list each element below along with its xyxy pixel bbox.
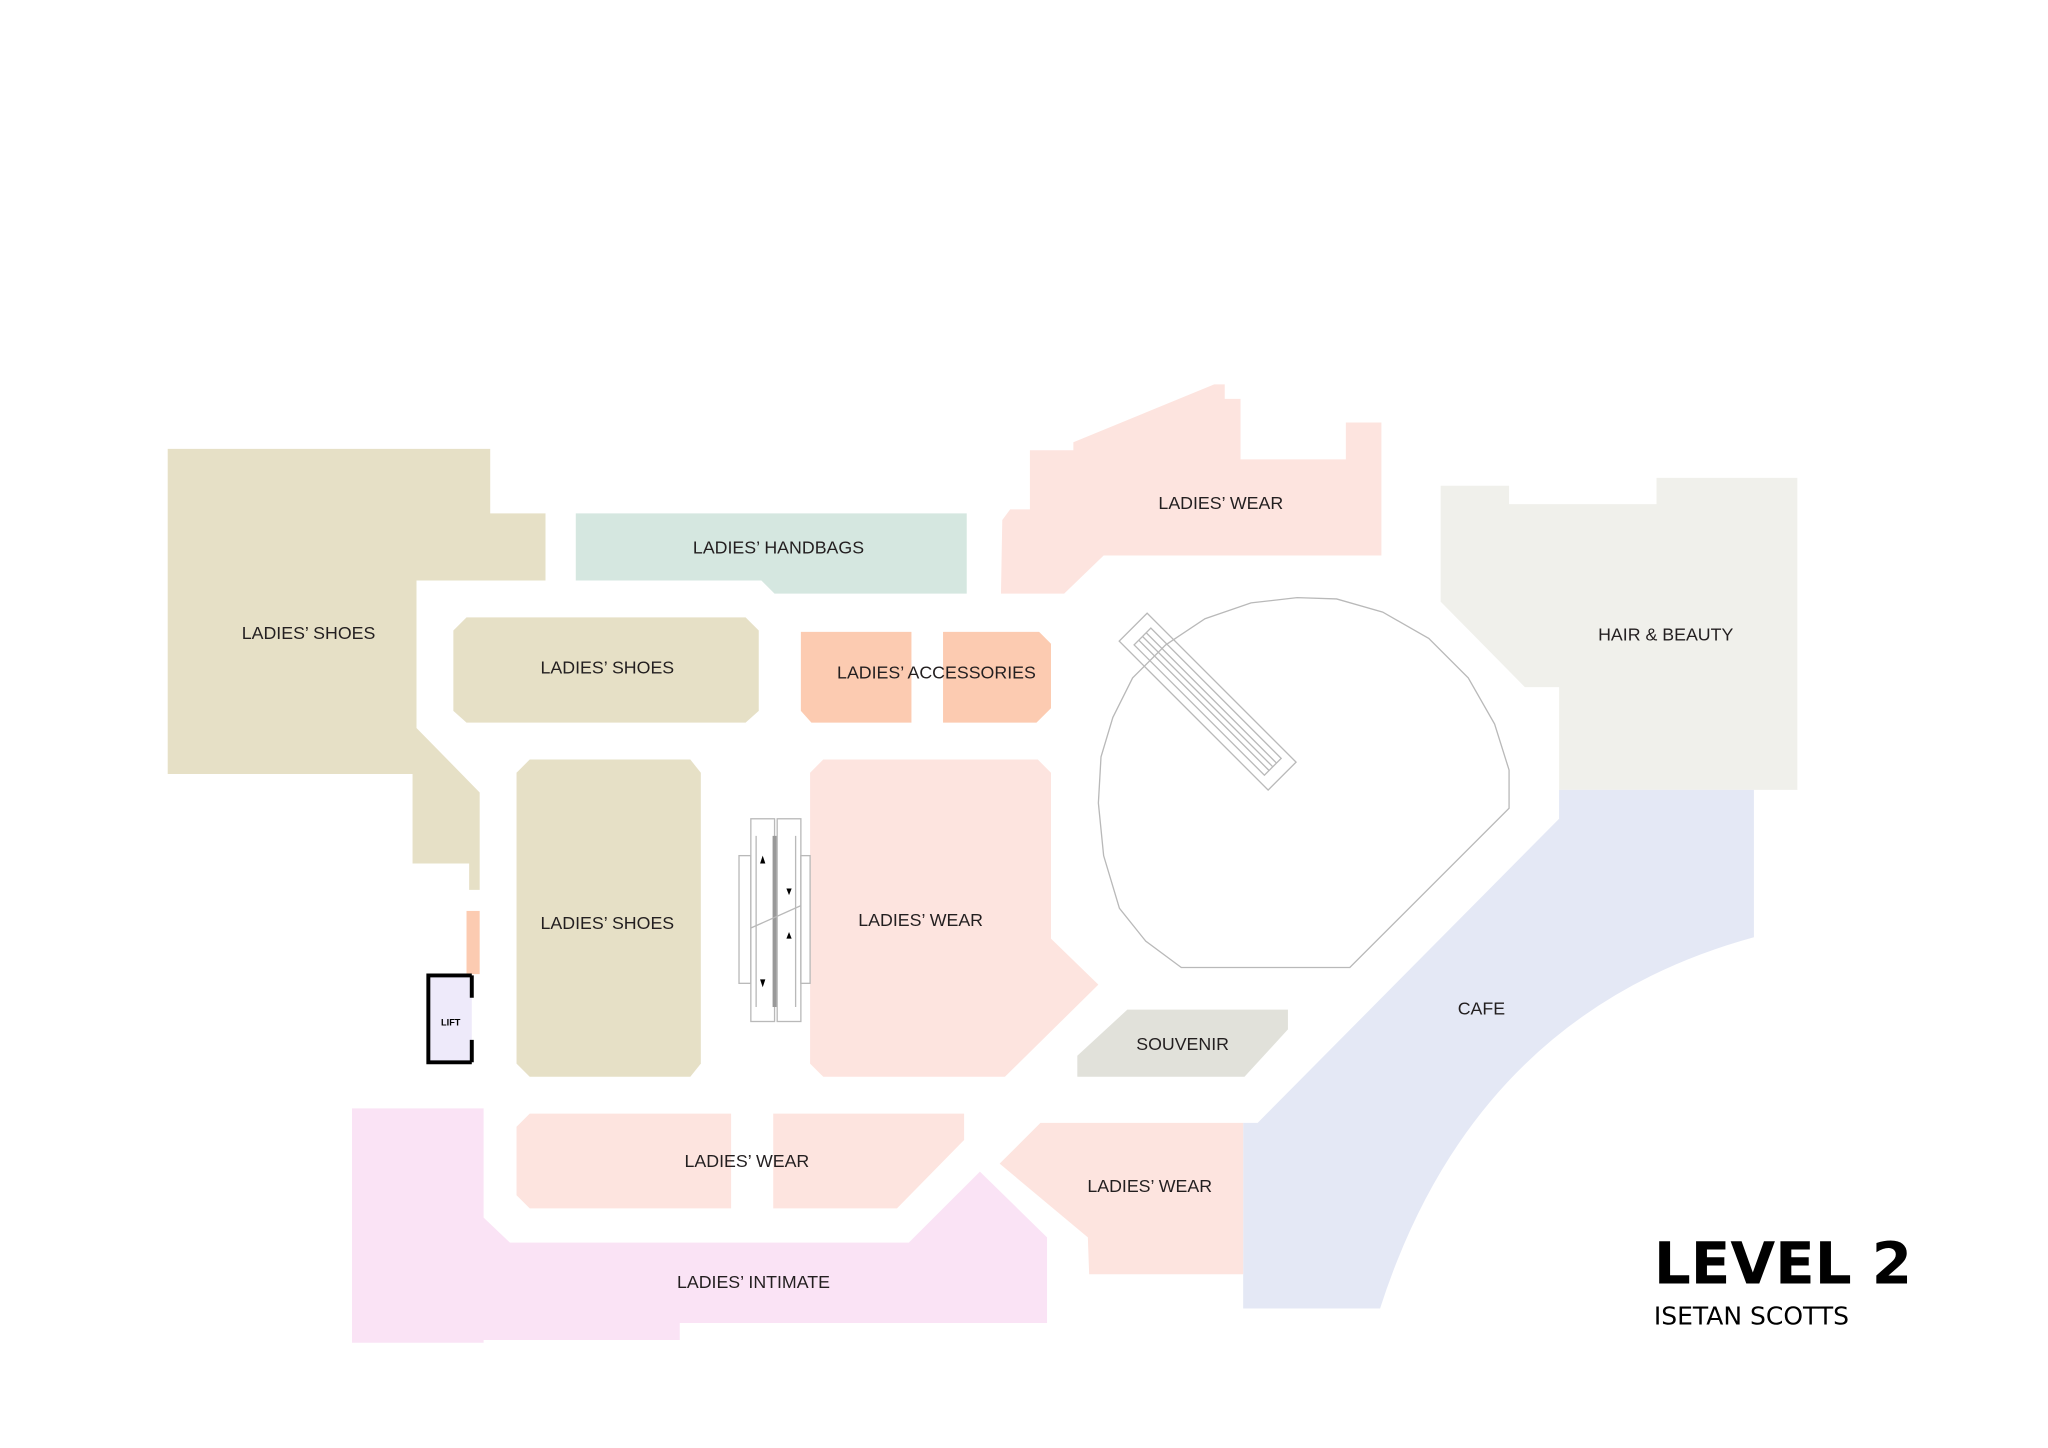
level-title: LEVEL 2: [1654, 1229, 1912, 1297]
zone-label: HAIR & BEAUTY: [1598, 624, 1733, 644]
zone-label: LADIES’ HANDBAGS: [693, 538, 864, 558]
escalator-vertical: [738, 818, 811, 1023]
zone-label: LADIES’ SHOES: [541, 657, 675, 677]
zone-ladies-wear-bottom-left[interactable]: LADIES’ WEAR: [516, 1113, 965, 1209]
zone-ladies-wear-top[interactable]: LADIES’ WEAR: [1000, 384, 1382, 594]
zone-ladies-shoes-middle[interactable]: LADIES’ SHOES: [453, 617, 759, 723]
up-arrow-icon: [760, 855, 766, 864]
down-arrow-icon: [786, 888, 792, 896]
lift[interactable]: LIFT: [426, 973, 474, 1065]
zone-label: LADIES’ SHOES: [242, 623, 376, 643]
zone-ladies-shoes-tall[interactable]: LADIES’ SHOES: [516, 759, 701, 1077]
zone-label: LADIES’ SHOES: [541, 913, 675, 933]
down-arrow-icon: [760, 979, 766, 988]
zone-ladies-shoes-left[interactable]: LADIES’ SHOES: [167, 448, 546, 890]
zone-ladies-handbags[interactable]: LADIES’ HANDBAGS: [575, 513, 967, 594]
up-arrow-icon: [786, 931, 792, 939]
zone-ladies-wear-bottom-right[interactable]: LADIES’ WEAR: [999, 1122, 1244, 1275]
atrium-void: [1097, 596, 1510, 969]
small-accessory-strip: [466, 910, 480, 975]
zone-label: SOUVENIR: [1136, 1034, 1229, 1054]
lift-label: LIFT: [441, 1017, 461, 1027]
zone-label: LADIES’ WEAR: [685, 1151, 810, 1171]
zone-ladies-intimate[interactable]: LADIES’ INTIMATE: [351, 1108, 1048, 1343]
zone-label: LADIES’ ACCESSORIES: [837, 663, 1036, 683]
escalator-diagonal: [1118, 612, 1297, 791]
zone-hair-beauty[interactable]: HAIR & BEAUTY: [1440, 477, 1798, 790]
zone-label: LADIES’ INTIMATE: [677, 1272, 830, 1292]
zone-ladies-wear-center[interactable]: LADIES’ WEAR: [810, 759, 1099, 1077]
zone-label: LADIES’ WEAR: [858, 910, 983, 930]
store-name: ISETAN SCOTTS: [1654, 1301, 1849, 1330]
zone-label: LADIES’ WEAR: [1158, 493, 1283, 513]
zone-souvenir[interactable]: SOUVENIR: [1077, 1009, 1288, 1077]
zone-cafe[interactable]: CAFE: [1243, 789, 1754, 1309]
zone-label: CAFE: [1458, 998, 1506, 1018]
zone-ladies-accessories[interactable]: LADIES’ ACCESSORIES: [800, 631, 1051, 723]
zone-label: LADIES’ WEAR: [1087, 1176, 1212, 1196]
